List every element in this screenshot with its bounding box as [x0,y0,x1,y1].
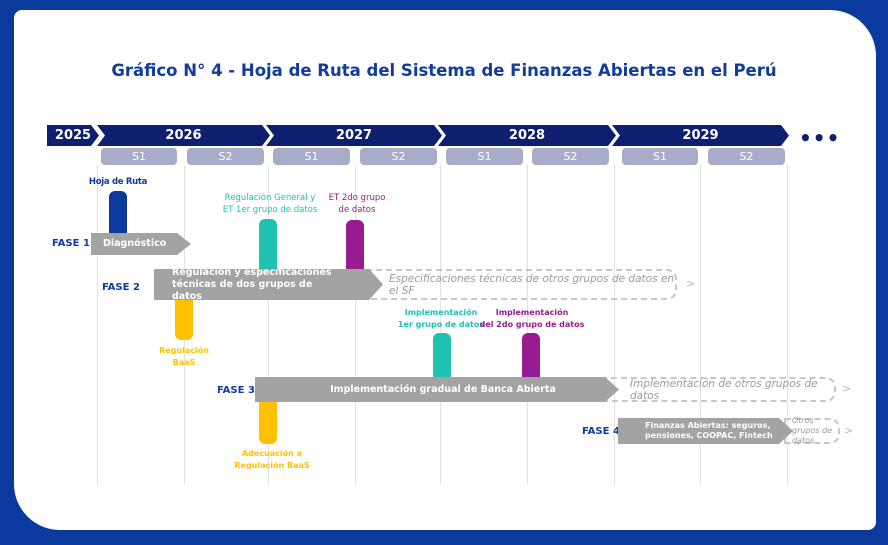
label-line: del 2do grupo de datos [479,320,585,329]
milestone-regulacion-general [259,219,277,271]
chevron-right-icon: > [842,382,852,395]
label-line: Regulación General y [224,193,316,203]
label-line: Implementación [495,308,569,317]
label-line: BaaS [172,358,196,367]
bar-implementacion: Implementación gradual de Banca Abierta [255,377,619,402]
semester: S1 [273,148,350,165]
bar-regulacion: Regulación y especificaciones técnicas d… [154,269,383,300]
year-2025: 2025 [47,125,99,146]
phase-3-label: FASE 3 [217,385,255,396]
milestone-implementacion-2 [522,333,540,378]
gridline [787,165,788,485]
gridline [97,165,98,485]
label-line: Implementación [404,308,478,317]
label-adecuacion: Adecuación a Regulación BaaS [234,448,309,472]
gridline [440,165,441,485]
semester: S1 [446,148,523,165]
label-line: 1er grupo de datos [397,320,485,329]
semester: S1 [622,148,698,165]
label-line: ET 2do grupo [328,193,386,203]
bar-diagnostico: Diagnóstico [91,233,191,255]
phase-2-label: FASE 2 [102,282,140,293]
label-implementacion-2: Implementación del 2do grupo de datos [480,307,585,331]
phase-1-label: FASE 1 [52,238,90,249]
milestone-et-2do-grupo [346,220,364,271]
semester: S2 [187,148,264,165]
bar-especificaciones-otros: Especificaciones técnicas de otros grupo… [365,269,677,300]
milestone-implementacion-1 [433,333,451,378]
semester: S2 [360,148,437,165]
label-line: ET 1er grupo de datos [222,205,318,215]
label-line: de datos [338,205,376,215]
more-years-dots: ••• [799,126,841,150]
label-hoja-de-ruta: Hoja de Ruta [88,177,148,187]
label-line: Adecuación a [241,449,303,458]
gridline [355,165,356,485]
gridline [614,165,615,485]
year-2026: 2026 [97,125,270,146]
label-implementacion-1: Implementación 1er grupo de datos [398,307,484,331]
milestone-regulacion-baas [175,300,193,340]
gridline [268,165,269,485]
bar-implementacion-otros: Implementación de otros grupos de datos [600,377,836,402]
semester: S1 [101,148,177,165]
gridline [527,165,528,485]
semester: S2 [708,148,785,165]
chevron-right-icon: > [686,277,696,290]
bar-finanzas-abiertas: Finanzas Abiertas: seguros, pensiones, C… [618,418,793,444]
year-2028: 2028 [438,125,616,146]
chevron-right-icon: > [844,424,854,437]
milestone-hoja-de-ruta [109,191,127,234]
label-line: Regulación [159,346,209,355]
gridline [700,165,701,485]
label-et-2do: ET 2do grupo de datos [329,192,386,216]
label-line: Regulación BaaS [234,461,310,470]
year-2027: 2027 [266,125,442,146]
milestone-adecuacion-baas [259,401,277,444]
semester: S2 [532,148,609,165]
label-regulacion-general: Regulación General y ET 1er grupo de dato… [223,192,318,216]
chart-title: Gráfico N° 4 - Hoja de Ruta del Sistema … [111,61,777,80]
year-2029: 2029 [612,125,789,146]
phase-4-label: FASE 4 [582,426,620,437]
